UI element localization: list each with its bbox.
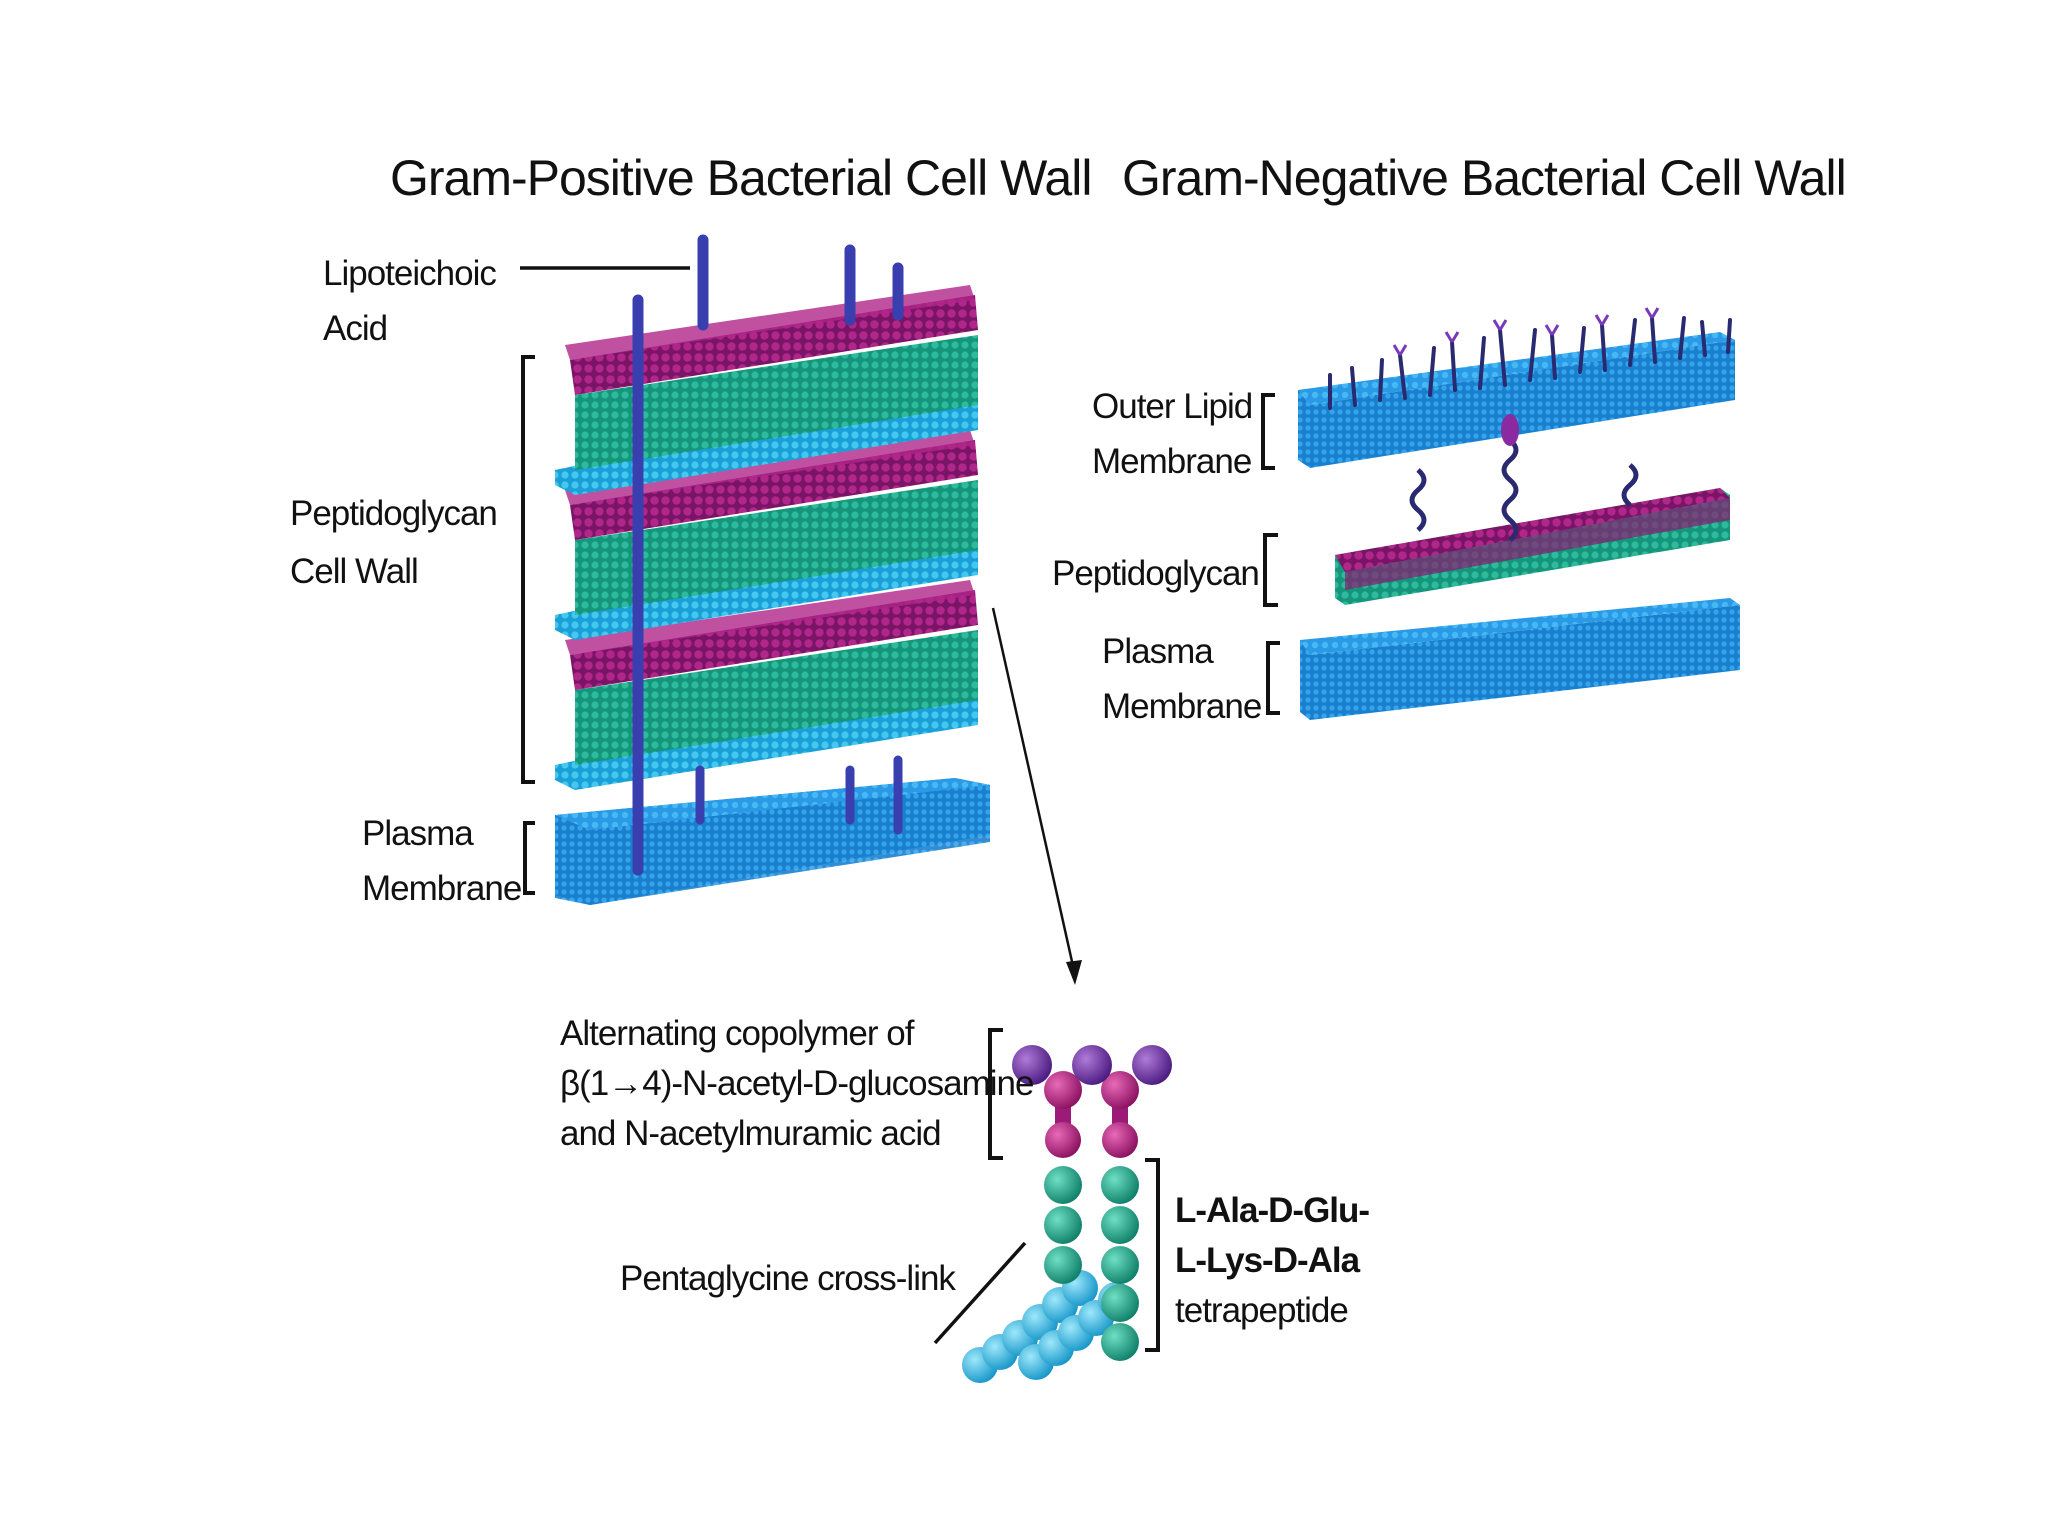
gn-lipopolysaccharide-spikes — [1328, 316, 1732, 410]
label-gn-peptidoglycan: Peptidoglycan — [1052, 554, 1259, 593]
peptidoglycan-detail-model — [962, 1045, 1172, 1383]
gn-peptidoglycan-layer — [1335, 488, 1730, 605]
gn-plasma-membrane — [1300, 598, 1740, 720]
gram-positive-illustration — [555, 234, 990, 905]
gn-lps-tips — [1392, 307, 1660, 356]
label-gn-plasma: Plasma — [1102, 632, 1214, 671]
label-copolymer-1: Alternating copolymer of — [560, 1014, 915, 1053]
pentaglycine-beads — [962, 1270, 1134, 1383]
gp-plasma-bracket — [523, 821, 535, 895]
gram-negative-illustration — [1298, 307, 1740, 720]
gp-peptidoglycan-layer-2 — [555, 430, 978, 640]
label-tetrapeptide-3: tetrapeptide — [1175, 1291, 1348, 1330]
detail-arrow-head — [1066, 960, 1082, 985]
label-cell-wall: Cell Wall — [290, 552, 418, 591]
label-tetrapeptide-1: L-Ala-D-Glu- — [1175, 1191, 1369, 1230]
sugar-backbone-beads — [1012, 1045, 1172, 1158]
gram-positive-title: Gram-Positive Bacterial Cell Wall — [390, 150, 1091, 206]
gp-peptidoglycan-bracket — [521, 355, 535, 784]
pentaglycine-leader-line — [933, 1241, 1027, 1345]
label-tetrapeptide-2: L-Lys-D-Ala — [1175, 1241, 1361, 1280]
gn-outer-bracket — [1261, 393, 1275, 470]
label-outer-membrane: Membrane — [1092, 442, 1251, 481]
gram-negative-title: Gram-Negative Bacterial Cell Wall — [1122, 150, 1846, 206]
label-pentaglycine: Pentaglycine cross-link — [620, 1259, 956, 1298]
gn-peptidoglycan-bracket — [1263, 533, 1278, 607]
gn-plasma-bracket — [1266, 641, 1280, 715]
gp-peptidoglycan-layer-1 — [555, 285, 978, 495]
detail-arrow — [991, 607, 1077, 976]
tetrapeptide-bracket — [1145, 1158, 1160, 1352]
gn-outer-membrane — [1298, 332, 1735, 468]
gp-plasma-membrane — [555, 778, 990, 905]
copolymer-bracket — [988, 1028, 1003, 1160]
gp-peptidoglycan-layer-3 — [555, 580, 978, 790]
label-copolymer-2: β(1→4)-N-acetyl-D-glucosamine — [560, 1064, 1033, 1103]
label-outer-lipid: Outer Lipid — [1092, 387, 1252, 426]
gn-lipoprotein-links — [1409, 438, 1639, 542]
label-copolymer-3: and N-acetylmuramic acid — [560, 1114, 941, 1153]
label-gn-membrane: Membrane — [1102, 687, 1261, 726]
tetrapeptide-beads — [1044, 1166, 1139, 1361]
label-gp-plasma: Plasma — [362, 814, 474, 853]
label-gp-membrane: Membrane — [362, 869, 521, 908]
label-peptidoglycan: Peptidoglycan — [290, 494, 497, 533]
label-lipoteichoic: Lipoteichoic — [323, 254, 496, 293]
label-lipoteichoic-acid: Acid — [323, 309, 387, 348]
lipoteichoic-acid-rods — [632, 234, 904, 876]
